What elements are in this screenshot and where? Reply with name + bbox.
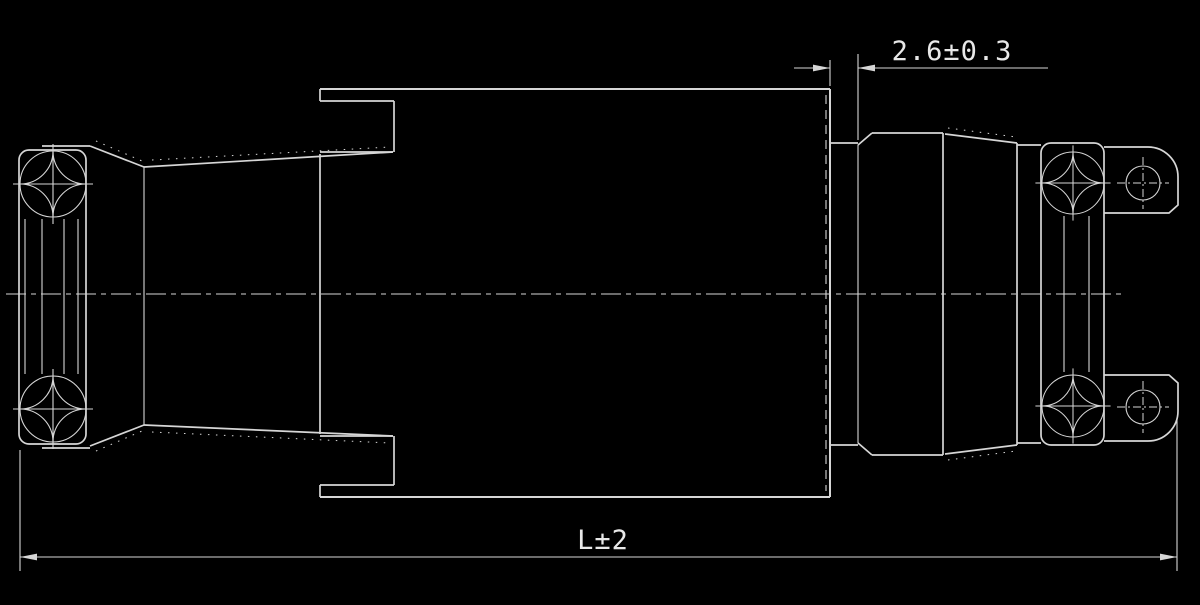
main-shell	[319, 88, 831, 498]
dimension-overall-length: L±2	[19, 420, 1178, 571]
coupling-neck	[830, 142, 859, 446]
coupling-ring	[857, 132, 944, 456]
rear-cap	[1034, 142, 1112, 446]
safety-wire-tabs	[1104, 146, 1179, 442]
dim-label-groove-width: 2.6±0.3	[892, 36, 1013, 67]
dimension-groove-width: 2.6±0.3	[794, 36, 1048, 140]
dim-label-overall-length: L±2	[577, 525, 629, 556]
cable-clamp-left	[12, 143, 94, 450]
knurled-sleeve	[944, 127, 1041, 461]
cable-bushing-cone	[89, 140, 394, 452]
